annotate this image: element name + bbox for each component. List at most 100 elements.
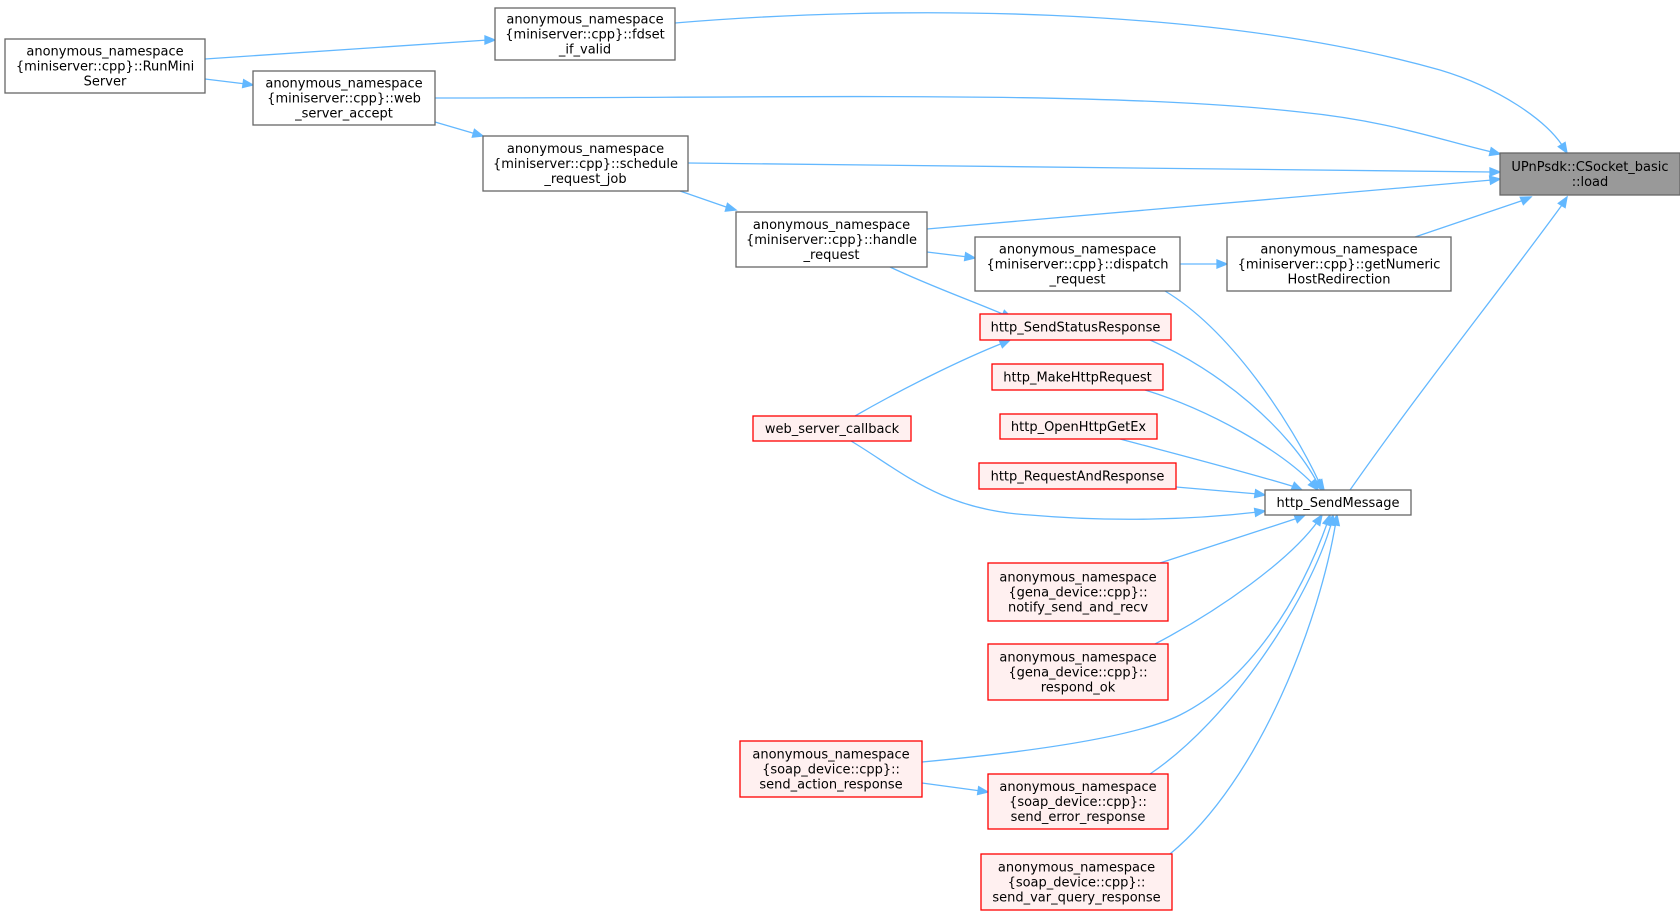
node-openhttp[interactable]: http_OpenHttpGetEx (999, 413, 1158, 440)
edge-webcallback-to-sendstatus (854, 339, 1012, 417)
edge-line (1164, 290, 1321, 485)
edge-line (674, 12, 1563, 146)
edge-line (1159, 517, 1299, 564)
node-notify[interactable]: anonymous_namespace{gena_device::cpp}::n… (987, 562, 1169, 622)
node-label-line: {miniserver::cpp}::schedule (493, 157, 678, 172)
node-box (752, 415, 912, 442)
edge-line (921, 782, 982, 792)
node-box (735, 211, 928, 268)
edge-reqresp-to-sendmessage (1175, 486, 1267, 499)
edge-line (1149, 520, 1333, 775)
node-label-line: http_SendMessage (1277, 496, 1400, 511)
node-label-line: anonymous_namespace (752, 748, 909, 763)
node-label-line: anonymous_namespace (26, 45, 183, 60)
node-label-line: {gena_device::cpp}:: (1008, 586, 1147, 601)
node-label-line: anonymous_namespace (265, 77, 422, 92)
edge-arrowhead (1293, 514, 1307, 524)
edge-line (921, 520, 1329, 763)
edge-arrowhead (1311, 513, 1323, 527)
edge-line (1154, 520, 1319, 645)
node-handle[interactable]: anonymous_namespace{miniserver::cpp}::ha… (735, 211, 928, 268)
edge-line (1119, 438, 1296, 488)
edge-arrowhead (976, 785, 990, 796)
edge-webaccept-to-schedule (434, 121, 485, 138)
node-box (739, 740, 923, 798)
edge-arrowhead (1290, 481, 1304, 491)
edge-line (204, 39, 489, 60)
node-sendaction[interactable]: anonymous_namespace{soap_device::cpp}::s… (739, 740, 923, 798)
node-sendmessage[interactable]: http_SendMessage (1264, 489, 1412, 516)
edge-line (1349, 204, 1563, 491)
node-dispatch[interactable]: anonymous_namespace{miniserver::cpp}::di… (974, 236, 1181, 292)
edge-getnumeric-to-load (1414, 196, 1533, 238)
edge-arrowhead (1557, 141, 1568, 155)
node-box (999, 413, 1158, 440)
node-label-line: anonymous_namespace (999, 571, 1156, 586)
edge-arrowhead (1488, 175, 1502, 186)
node-label-line: _if_valid (558, 43, 611, 58)
node-label-line: anonymous_namespace (999, 780, 1156, 795)
node-label-line: {miniserver::cpp}::fdset (505, 28, 664, 43)
edge-dispatch-to-sendmessage (1164, 290, 1325, 492)
node-runmini[interactable]: anonymous_namespace{miniserver::cpp}::Ru… (4, 38, 206, 94)
node-label-line: http_OpenHttpGetEx (1011, 420, 1147, 435)
edge-line (434, 121, 477, 135)
node-reqresp[interactable]: http_RequestAndResponse (978, 462, 1177, 490)
node-box (252, 70, 436, 126)
edge-line (204, 78, 247, 85)
node-label-line: UPnPsdk::CSocket_basic (1511, 160, 1668, 175)
edge-arrowhead (1253, 488, 1267, 499)
node-label-line: anonymous_namespace (506, 13, 663, 28)
node-label-line: anonymous_namespace (507, 142, 664, 157)
node-label-line: HostRedirection (1287, 273, 1390, 288)
node-label-line: send_error_response (1011, 810, 1146, 825)
edge-line (1149, 339, 1319, 485)
node-label-line: _server_accept (294, 107, 393, 122)
node-label-line: Server (84, 75, 127, 90)
node-respondok[interactable]: anonymous_namespace{gena_device::cpp}::r… (987, 643, 1169, 701)
node-load[interactable]: UPnPsdk::CSocket_basic::load (1499, 152, 1680, 196)
edge-arrowhead (484, 35, 497, 45)
edge-line (926, 251, 969, 258)
node-label-line: {miniserver::cpp}::dispatch (986, 258, 1168, 273)
edge-arrowhead (998, 339, 1012, 349)
node-label-line: _request (803, 248, 860, 263)
node-label-line: anonymous_namespace (1260, 243, 1417, 258)
node-getnumeric[interactable]: anonymous_namespace{miniserver::cpp}::ge… (1226, 236, 1452, 292)
node-fdset[interactable]: anonymous_namespace{miniserver::cpp}::fd… (494, 7, 676, 61)
node-box (987, 773, 1169, 830)
edge-runmini-to-webaccept (204, 78, 255, 89)
node-webcallback[interactable]: web_server_callback (752, 415, 912, 442)
edge-layer (204, 12, 1568, 855)
node-label-line: web_server_callback (765, 422, 900, 437)
edge-line (1175, 486, 1259, 495)
edge-line (1414, 199, 1525, 238)
node-label-line: http_MakeHttpRequest (1003, 371, 1151, 386)
node-label-line: anonymous_namespace (753, 218, 910, 233)
edge-arrowhead (1253, 507, 1267, 518)
edge-sendaction-to-sendmessage (921, 513, 1332, 763)
edge-line (1169, 520, 1337, 855)
node-label-line: http_SendStatusResponse (991, 321, 1161, 336)
node-sendstatus[interactable]: http_SendStatusResponse (979, 313, 1172, 341)
node-label-line: {miniserver::cpp}::handle (746, 233, 917, 248)
edge-webcallback-to-sendmessage (850, 440, 1267, 520)
edge-webaccept-to-load (434, 95, 1502, 157)
node-label-line: respond_ok (1041, 681, 1116, 696)
edge-senderror-to-sendmessage (1149, 513, 1337, 775)
edge-runmini-to-fdset (204, 35, 497, 60)
node-label-line: {soap_device::cpp}:: (1008, 876, 1146, 891)
node-label-line: http_RequestAndResponse (991, 470, 1165, 485)
node-webaccept[interactable]: anonymous_namespace{miniserver::cpp}::we… (252, 70, 436, 126)
node-makehttp[interactable]: http_MakeHttpRequest (991, 363, 1164, 391)
node-senderror[interactable]: anonymous_namespace{soap_device::cpp}::s… (987, 773, 1169, 830)
node-sendvar[interactable]: anonymous_namespace{soap_device::cpp}::s… (980, 853, 1173, 911)
node-label-line: anonymous_namespace (998, 861, 1155, 876)
node-schedule[interactable]: anonymous_namespace{miniserver::cpp}::sc… (482, 135, 689, 192)
node-label-line: {miniserver::cpp}::web (267, 92, 421, 107)
edge-handle-to-load (926, 175, 1502, 230)
node-box (987, 643, 1169, 701)
node-layer: UPnPsdk::CSocket_basic::loadanonymous_na… (4, 7, 1680, 911)
edge-fdset-to-load (674, 12, 1568, 155)
